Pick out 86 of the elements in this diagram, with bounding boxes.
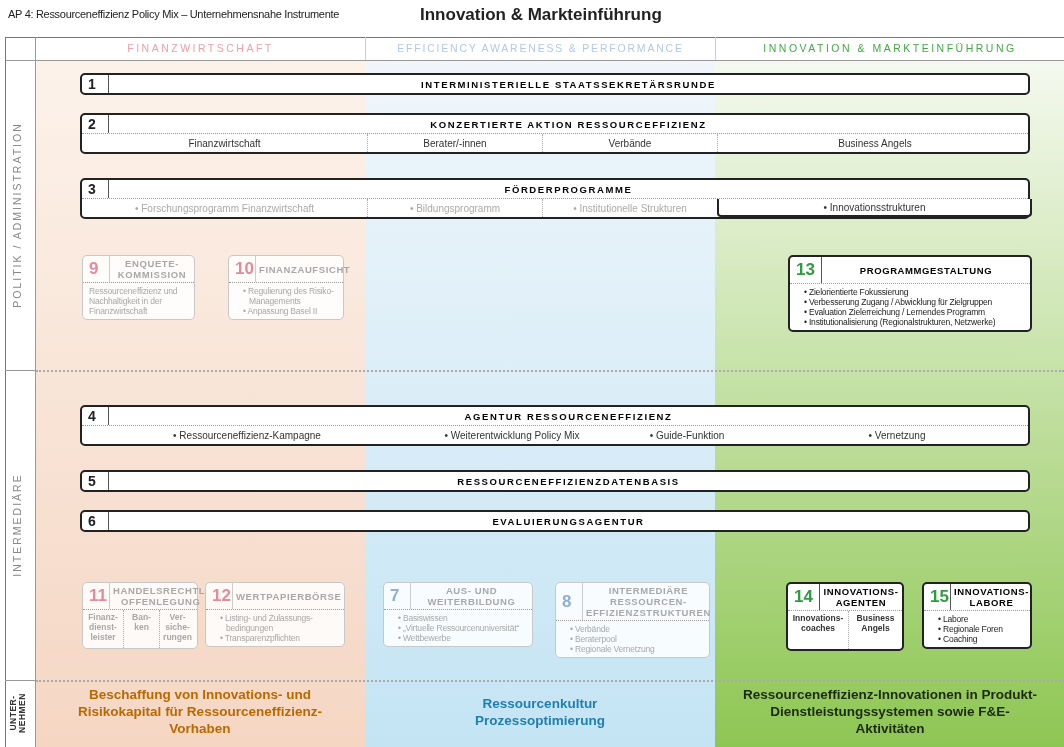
box-title: KONZERTIERTE AKTION RESSOURCEFFIZIENZ bbox=[429, 117, 708, 132]
box-number: 12 bbox=[206, 583, 233, 609]
bullet-item: • Basiswissen bbox=[398, 613, 449, 623]
body-item: Ban- ken bbox=[131, 612, 152, 632]
box-number: 4 bbox=[82, 407, 109, 425]
body-item: Ver- siche- rungen bbox=[162, 612, 193, 642]
box-number: 3 bbox=[82, 180, 109, 198]
body-item: • Innovationsstrukturen bbox=[823, 201, 926, 213]
box-title: AUS- UND WEITERBILDUNG bbox=[426, 584, 517, 609]
box-title: ENQUETE- KOMMISSION bbox=[116, 257, 188, 282]
instrument-bar bbox=[80, 73, 1030, 95]
body-item: • Guide-Funktion bbox=[649, 429, 725, 441]
bullet-item: • Regulierung des Risiko-Managements bbox=[243, 286, 335, 306]
bullet-item: • Wettbewerbe bbox=[398, 633, 452, 643]
instrument-card bbox=[383, 582, 533, 647]
instrument-card bbox=[82, 255, 195, 320]
box-number: 7 bbox=[384, 583, 411, 609]
box-number: 2 bbox=[82, 115, 109, 133]
box-title: RESSOURCENEFFIZIENZDATENBASIS bbox=[456, 474, 681, 489]
box-title: FINANZAUFSICHT bbox=[258, 262, 352, 277]
box-number: 14 bbox=[788, 584, 820, 610]
body-item: • Ressourceneffizienz-Kampagne bbox=[173, 429, 321, 441]
body-text: Ressourceneffizienz und Nachhaltigkeit in der Finanzwirtschaft bbox=[88, 285, 179, 318]
box-number: 13 bbox=[790, 257, 822, 283]
instrument-card bbox=[555, 582, 710, 658]
box-title: AGENTUR RESSOURCENEFFIZIENZ bbox=[463, 409, 674, 424]
bullet-item: • Evaluation Zielerreichung / Lernendes Programm bbox=[804, 307, 986, 317]
body-item: Verbände bbox=[608, 137, 652, 149]
instrument-card bbox=[786, 582, 904, 651]
box-title: INTERMINISTERIELLE STAATSSEKRETÄRSRUNDE bbox=[420, 77, 717, 92]
body-item: Berater/-innen bbox=[423, 137, 487, 149]
instrument-bar bbox=[80, 510, 1030, 532]
body-item: Innovations- coaches bbox=[791, 613, 845, 633]
bullet-item: • Institutionalisierung (Regionalstrukturen, Netzwerke) bbox=[804, 317, 997, 327]
column-header: EFFICIENCY AWARENESS & PERFORMANCE bbox=[396, 42, 685, 56]
body-item: • Institutionelle Strukturen bbox=[573, 202, 687, 214]
box-title: INTERMEDIÄRE RESSOURCEN- EFFIZIENZSTRUKTUREN bbox=[585, 584, 712, 620]
body-item: Finanzwirtschaft bbox=[188, 137, 261, 149]
bullet-item: • Labore bbox=[938, 614, 970, 624]
instrument-card bbox=[788, 255, 1032, 332]
box-number: 5 bbox=[82, 472, 109, 490]
row-summary: Ressourceneffizienz-Innovationen in Produkt-Dienstleistungssystemen sowie F&E-Aktivitäten bbox=[742, 686, 1038, 738]
box-title: EVALUIERUNGSAGENTUR bbox=[491, 514, 646, 529]
row-label: UNTER- NEHMEN bbox=[9, 692, 28, 735]
box-number: 6 bbox=[82, 512, 109, 530]
subtitle: AP 4: Ressourceneffizienz Policy Mix – Unternehmensnahe Instrumente bbox=[8, 8, 341, 22]
box-number: 9 bbox=[83, 256, 110, 282]
body-item: • Vernetzung bbox=[868, 429, 926, 441]
body-item: • Forschungsprogramm Finanzwirtschaft bbox=[134, 202, 315, 214]
body-item: • Weiterentwicklung Policy Mix bbox=[444, 429, 580, 441]
bullet-item: • „Virtuelle Ressourcenuniversität“ bbox=[398, 623, 520, 633]
bullet-item: • Listing- und Zulassungs- bedingungen bbox=[220, 613, 314, 633]
bullet-item: • Coaching bbox=[938, 634, 979, 644]
body-item: Finanz- dienst- leister bbox=[87, 612, 119, 642]
box-title: FÖRDERPROGRAMME bbox=[503, 182, 634, 197]
row-label: POLITIK / ADMINISTRATION bbox=[11, 121, 24, 310]
instrument-bar bbox=[80, 470, 1030, 492]
box-title: INNOVATIONS- AGENTEN bbox=[822, 585, 900, 610]
column-header: INNOVATION & MARKTEINFÜHRUNG bbox=[762, 42, 1018, 56]
row-label: INTERMEDIÄRE bbox=[11, 472, 24, 579]
box-number: 1 bbox=[82, 75, 109, 93]
instrument-card bbox=[922, 582, 1032, 649]
body-item: Business Angels bbox=[855, 613, 896, 633]
title: Innovation & Markteinführung bbox=[420, 5, 663, 26]
box-number: 11 bbox=[83, 583, 110, 609]
bullet-item: • Transparenzpflichten bbox=[220, 633, 301, 643]
instrument-bar bbox=[80, 178, 1030, 219]
row-summary: Beschaffung von Innovations- und Risikokapital für Ressourceneffizienz-Vorhaben bbox=[77, 686, 323, 738]
bullet-item: • Verbände bbox=[570, 624, 611, 634]
row-summary: Ressourcenkultur Prozessoptimierung bbox=[474, 695, 606, 730]
bullet-item: • Verbesserung Zugang / Abwicklung für Zielgruppen bbox=[804, 297, 994, 307]
bullet-item: • Regionale Vernetzung bbox=[570, 644, 656, 654]
instrument-bar bbox=[80, 405, 1030, 446]
instrument-bar bbox=[80, 113, 1030, 154]
bullet-item: • Beraterpool bbox=[570, 634, 618, 644]
box-number: 8 bbox=[556, 583, 583, 620]
box-title: PROGRAMMGESTALTUNG bbox=[858, 263, 994, 278]
body-item: • Bildungsprogramm bbox=[409, 202, 501, 214]
box-number: 10 bbox=[229, 256, 256, 282]
box-title: INNOVATIONS- LABORE bbox=[953, 585, 1030, 610]
body-item: Business Angels bbox=[838, 137, 912, 149]
box-title: WERTPAPIERBÖRSE bbox=[235, 589, 343, 604]
bullet-item: • Regionale Foren bbox=[938, 624, 1004, 634]
box-number: 15 bbox=[924, 584, 951, 610]
bullet-item: • Zielorientierte Fokussierung bbox=[804, 287, 910, 297]
column-header: FINANZWIRTSCHAFT bbox=[126, 42, 275, 56]
